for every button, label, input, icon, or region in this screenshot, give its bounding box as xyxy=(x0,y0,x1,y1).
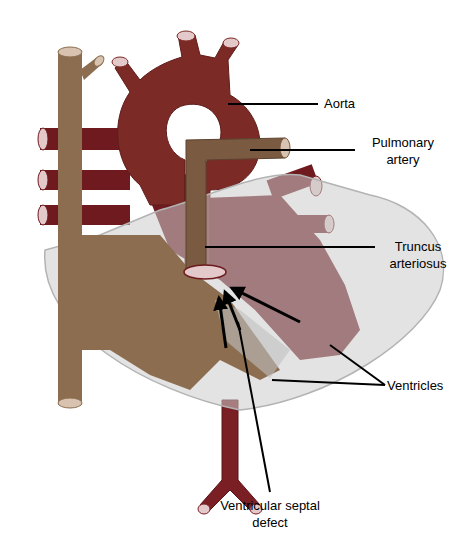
part-label: Ventricular septal defect xyxy=(220,497,320,531)
part-label: Pulmonary artery xyxy=(363,134,443,168)
part-label: Truncus arteriosus xyxy=(378,238,458,272)
pulmonary-artery xyxy=(186,138,290,272)
leader-lines xyxy=(205,104,385,492)
lower-vessel xyxy=(198,400,262,514)
vessel-cap xyxy=(58,47,82,57)
vessel-cap xyxy=(58,398,82,408)
part-label: Ventricles xyxy=(387,377,467,394)
flow-arrows xyxy=(219,288,300,348)
heart-outline xyxy=(45,174,444,410)
truncus-opening xyxy=(184,265,226,279)
vessel-cap xyxy=(92,54,106,68)
part-label: Aorta xyxy=(324,95,414,112)
